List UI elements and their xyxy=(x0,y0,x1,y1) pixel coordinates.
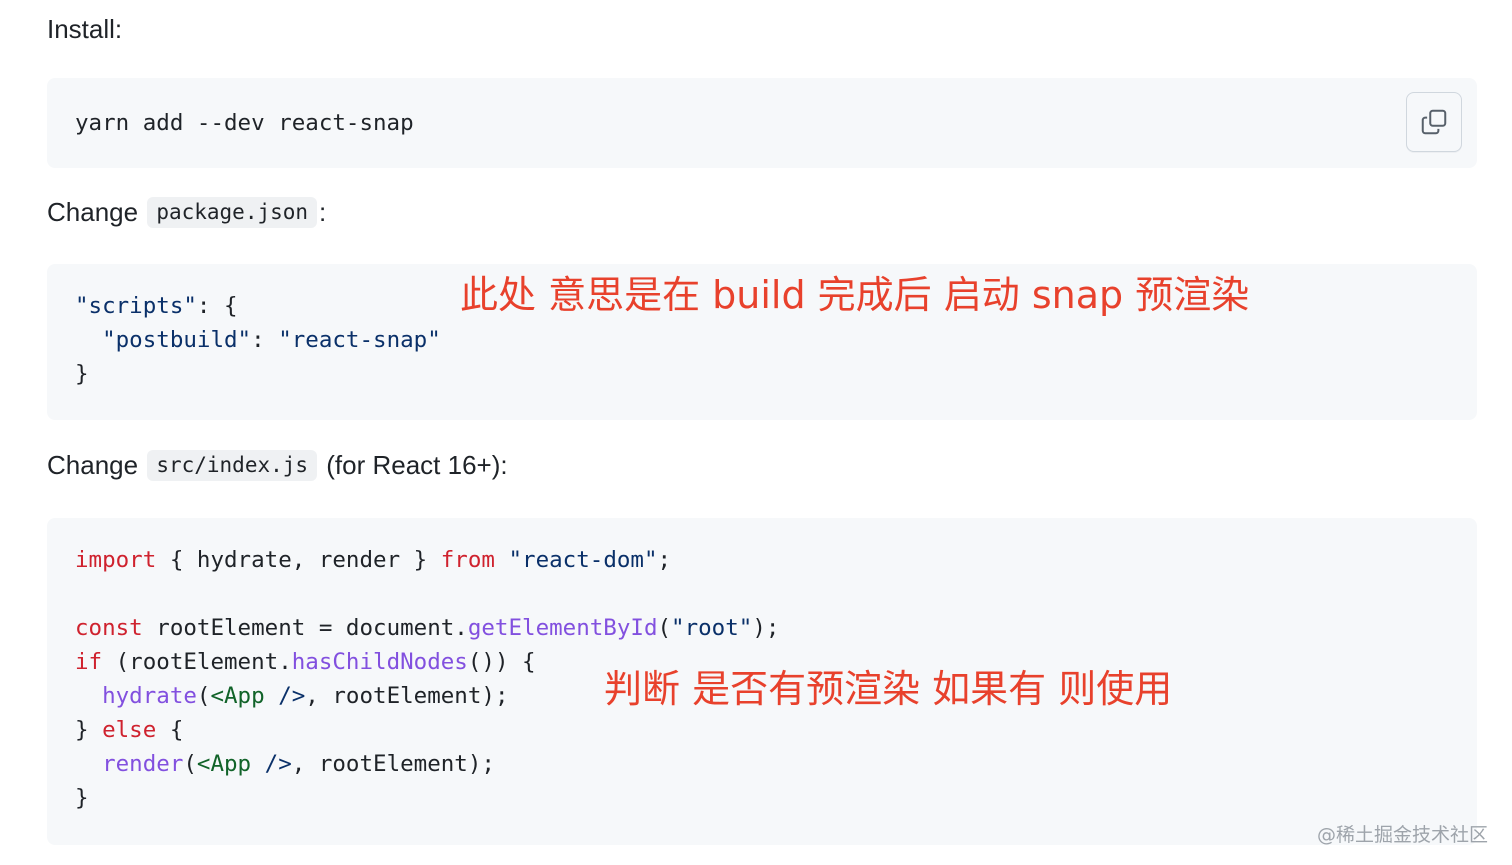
code-function: getElementById xyxy=(467,615,658,641)
watermark: @稀土掘金技术社区 xyxy=(1316,824,1488,846)
scripts-code: "scripts": { "postbuild": "react-snap" } xyxy=(75,289,441,391)
code-token: , rootElement); xyxy=(291,751,495,777)
code-keyword: if xyxy=(75,649,103,675)
code-keyword: else xyxy=(102,717,157,743)
change-index-prefix: Change xyxy=(47,450,139,480)
code-token: ; xyxy=(657,547,672,573)
scripts-code-block: "scripts": { "postbuild": "react-snap" } xyxy=(47,264,1477,420)
change-index-suffix: (for React 16+): xyxy=(326,450,508,480)
postbuild-value: "react-snap" xyxy=(278,327,441,353)
code-token: } xyxy=(75,785,89,811)
code-token: : xyxy=(251,327,279,353)
code-function: hydrate xyxy=(102,683,197,709)
index-js-code: src/index.js xyxy=(147,450,318,482)
code-jsx-close: /> xyxy=(264,683,306,709)
scripts-key: "scripts" xyxy=(75,293,197,319)
code-token: , rootElement); xyxy=(305,683,509,709)
install-heading: Install: xyxy=(47,14,122,45)
install-label: Install: xyxy=(47,14,123,44)
code-token: rootElement = document. xyxy=(142,615,468,641)
code-token: { hydrate, render } xyxy=(156,547,441,573)
change-package-suffix: : xyxy=(319,197,327,227)
code-token: } xyxy=(75,717,103,743)
postbuild-key: "postbuild" xyxy=(102,327,252,353)
code-jsx-close: /> xyxy=(251,751,292,777)
package-json-code: package.json xyxy=(147,197,318,229)
change-package-paragraph: Change package.json: xyxy=(47,197,327,229)
install-code-block: yarn add --dev react-snap xyxy=(47,78,1477,168)
code-string: "react-dom" xyxy=(508,547,658,573)
code-token: { xyxy=(156,717,184,743)
copy-button[interactable] xyxy=(1406,92,1462,152)
index-code: import { hydrate, render } from "react-d… xyxy=(75,543,779,815)
code-token: ( xyxy=(196,683,211,709)
change-index-paragraph: Change src/index.js (for React 16+): xyxy=(47,450,508,482)
code-token: (rootElement. xyxy=(102,649,292,675)
code-function: hasChildNodes xyxy=(291,649,468,675)
copy-icon xyxy=(1421,109,1447,135)
code-function: render xyxy=(102,751,184,777)
code-jsx-tag: <App xyxy=(210,683,265,709)
code-token: : { xyxy=(196,293,238,319)
index-code-block: import { hydrate, render } from "react-d… xyxy=(47,518,1477,845)
code-token: ()) { xyxy=(467,649,536,675)
code-keyword: import xyxy=(75,547,157,573)
code-token: ( xyxy=(657,615,672,641)
code-token: } xyxy=(75,361,89,387)
annotation-hydrate-check: 判断 是否有预渲染 如果有 则使用 xyxy=(604,667,1173,711)
code-keyword: from xyxy=(440,547,495,573)
code-keyword: const xyxy=(75,615,143,641)
code-string: "root" xyxy=(671,615,753,641)
code-token: ); xyxy=(752,615,780,641)
code-jsx-tag: <App xyxy=(196,751,252,777)
install-command: yarn add --dev react-snap xyxy=(75,110,414,136)
change-package-prefix: Change xyxy=(47,197,139,227)
code-token: ( xyxy=(183,751,197,777)
annotation-build-snap: 此处 意思是在 build 完成后 启动 snap 预渲染 xyxy=(460,273,1250,317)
